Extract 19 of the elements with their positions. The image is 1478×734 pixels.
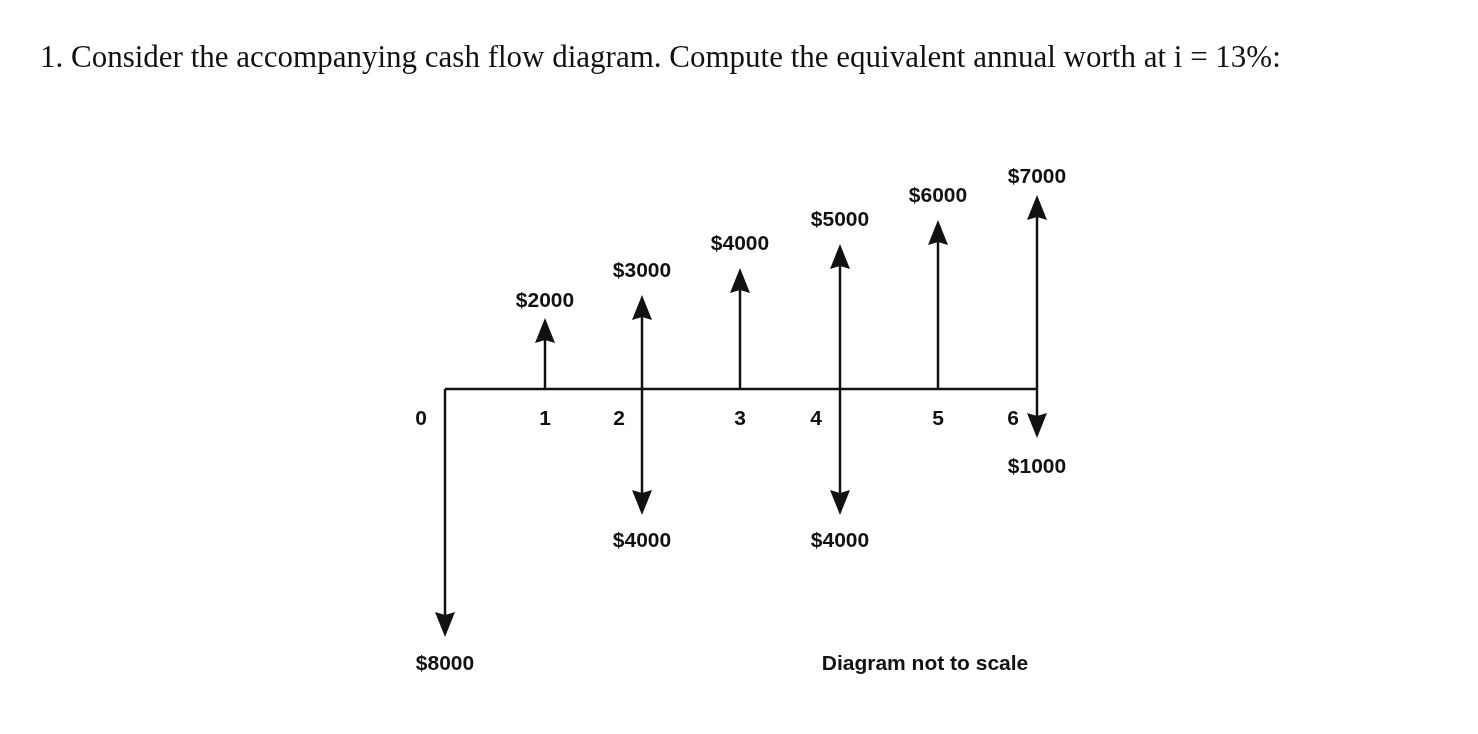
amount-label: $4000 — [810, 528, 870, 552]
period-number: 6 — [1007, 406, 1019, 430]
question-text: 1. Consider the accompanying cash flow diagram. Compute the equivalent annual worth at i = 13%: — [40, 38, 1282, 76]
amount-label: $5000 — [810, 207, 870, 231]
amount-label: $8000 — [415, 651, 475, 675]
amount-label: $1000 — [1007, 454, 1067, 478]
period-number: 0 — [415, 406, 427, 430]
period-number: 1 — [539, 406, 551, 430]
amount-label: $7000 — [1007, 164, 1067, 188]
amount-label: $3000 — [612, 258, 672, 282]
period-number: 4 — [810, 406, 822, 430]
amount-label: $6000 — [908, 183, 968, 207]
amount-label: $2000 — [515, 288, 575, 312]
period-number: 3 — [734, 406, 746, 430]
period-number: 5 — [932, 406, 944, 430]
scale-note: Diagram not to scale — [821, 651, 1029, 675]
amount-label: $4000 — [710, 231, 770, 255]
amount-label: $4000 — [612, 528, 672, 552]
period-number: 2 — [613, 406, 625, 430]
